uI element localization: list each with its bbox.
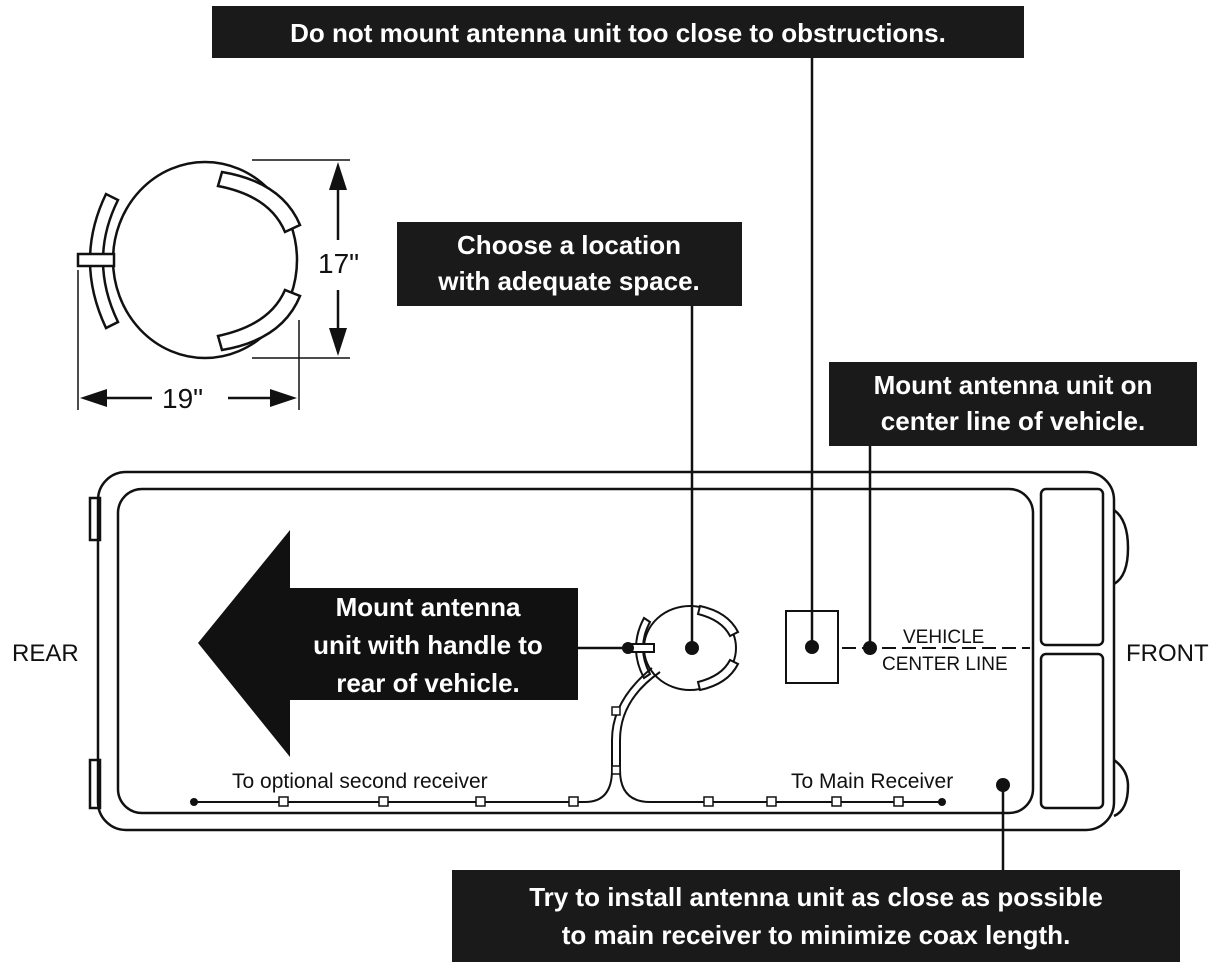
callout-obstructions-box [212,6,1024,58]
optional-receiver-label: To optional second receiver [232,770,488,793]
front-label: FRONT [1126,640,1209,667]
coax-clip [378,796,389,807]
vehicle-inner-roof [116,487,1035,815]
coax-clip [703,796,714,807]
callout-coax-line-1: Try to install antenna unit as close as … [529,882,1103,912]
callout-space-line-2: with adequate space. [437,266,700,296]
front-mirror-bottom [1113,758,1130,818]
front-mirror-top [1113,508,1130,586]
callout-obstructions-line-1: Do not mount antenna unit too close to o… [290,18,946,48]
callout-handle: Mount antenna unit with handle to rear o… [313,592,543,698]
callout-space-box [397,222,742,306]
callout-handle-line-3: rear of vehicle. [336,668,520,698]
mounted-bracket-left [635,616,652,680]
coax-clip [611,765,621,775]
vehicle-outline [88,470,1130,832]
leader-lines [578,58,1005,870]
callout-center-line: Mount antenna unit on center line of veh… [829,362,1197,446]
dim-height-label: 17" [318,248,359,279]
antenna-bracket-bottom [216,288,302,352]
callout-coax: Try to install antenna unit as close as … [452,870,1180,962]
callout-center-line-box [829,362,1197,446]
rear-bumper-top [88,496,102,542]
callout-space: Choose a location with adequate space. [397,222,742,306]
antenna-dimension-view [76,159,350,410]
coax-clip [278,796,289,807]
dim-height-arrow-up [329,162,347,190]
main-receiver-label: To Main Receiver [791,770,953,793]
vehicle-center-line-label-1: VEHICLE [903,627,984,648]
dim-width-label: 19" [162,383,203,414]
windshield-lower [1039,652,1105,810]
callout-handle-line-2: unit with handle to [313,630,543,660]
mounted-antenna-handle [631,643,655,653]
coax-clip [893,796,904,807]
coax-drop-inner [611,667,653,770]
antenna-handle [76,252,116,268]
mounted-bracket-top [696,604,740,638]
vehicle-center-line-label-2: CENTER LINE [882,654,1008,675]
coax-to-optional [194,769,613,803]
coax-drop [619,671,661,770]
antenna-bracket-left [88,192,120,330]
callout-coax-line-2: to main receiver to minimize coax length… [562,920,1071,950]
callout-center-line-line-2: center line of vehicle. [881,406,1145,436]
rear-direction-arrow [198,530,578,757]
coax-clip [831,796,842,807]
coax-cables [194,667,942,803]
callout-handle-line-1: Mount antenna [336,592,521,622]
coax-clip [568,796,579,807]
callout-coax-box [452,870,1180,962]
vehicle-outer-body [96,470,1116,832]
windshield-upper [1039,487,1105,647]
coax-clip [611,706,621,716]
coax-end-optional [190,798,198,806]
coax-end-main [938,798,946,806]
callout-space-line-1: Choose a location [457,230,681,260]
coax-clip [766,796,777,807]
rear-bumper-bottom [88,758,102,810]
rear-label: REAR [12,640,79,667]
dim-height-arrow-down [329,328,347,356]
dim-width-arrow-left [80,389,107,407]
coax-to-main [619,769,942,803]
mounted-bracket-bottom [696,658,740,692]
dim-width-arrow-right [270,389,297,407]
coax-clips [278,706,904,807]
callout-obstructions: Do not mount antenna unit too close to o… [212,6,1024,58]
coax-clip [475,796,486,807]
antenna-bracket-top [216,170,302,234]
callout-center-line-line-1: Mount antenna unit on [874,370,1153,400]
